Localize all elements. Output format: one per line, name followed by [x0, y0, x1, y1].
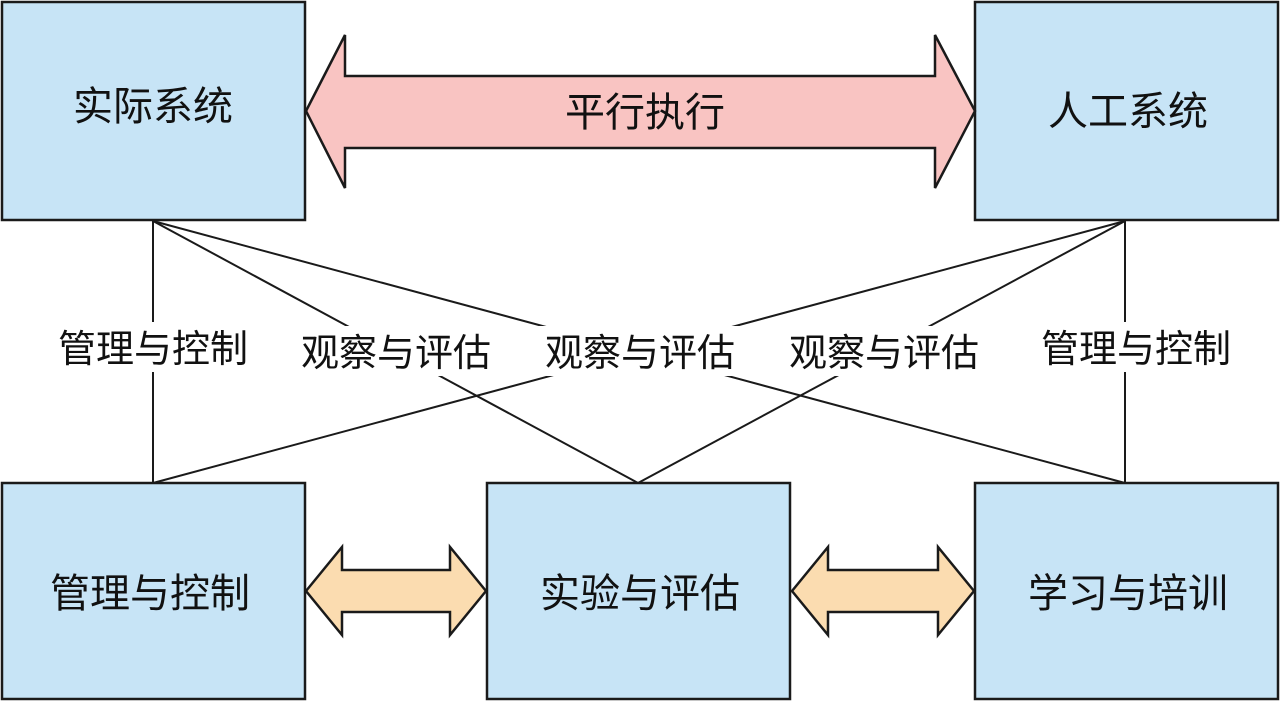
- double-arrow-icon: [304, 34, 977, 189]
- box-learning-training: 学习与培训: [973, 481, 1280, 701]
- double-arrow-right-icon: [790, 543, 976, 639]
- box-actual-system-label: 实际系统: [73, 84, 233, 130]
- label-right-management: 管理与控制: [1041, 327, 1231, 371]
- box-artificial-system-label: 人工系统: [1048, 89, 1208, 135]
- box-experiment-evaluation-label: 实验与评估: [540, 571, 740, 617]
- label-bg-left-management: [40, 322, 266, 372]
- box-actual-system: 实际系统: [0, 0, 307, 222]
- label-bg-observe-2: [528, 326, 752, 376]
- label-observe-3: 观察与评估: [789, 331, 979, 375]
- box-management-control: 管理与控制: [0, 481, 307, 701]
- double-arrow-left-icon: [304, 543, 488, 639]
- box-experiment-evaluation: 实验与评估: [485, 481, 792, 701]
- label-observe-2: 观察与评估: [545, 331, 735, 375]
- parallel-execution-label: 平行执行: [565, 90, 725, 136]
- box-artificial-system: 人工系统: [973, 0, 1280, 222]
- label-bg-observe-1: [284, 326, 508, 376]
- box-management-control-label: 管理与控制: [50, 571, 250, 617]
- label-bg-right-management: [1022, 322, 1250, 372]
- line-labels: 管理与控制 观察与评估 观察与评估 观察与评估 管理与控制: [40, 322, 1250, 376]
- label-left-management: 管理与控制: [58, 327, 248, 371]
- label-observe-1: 观察与评估: [301, 331, 491, 375]
- label-bg-observe-3: [772, 326, 996, 376]
- box-learning-training-label: 学习与培训: [1028, 571, 1228, 617]
- parallel-execution-arrow: 平行执行: [304, 34, 977, 189]
